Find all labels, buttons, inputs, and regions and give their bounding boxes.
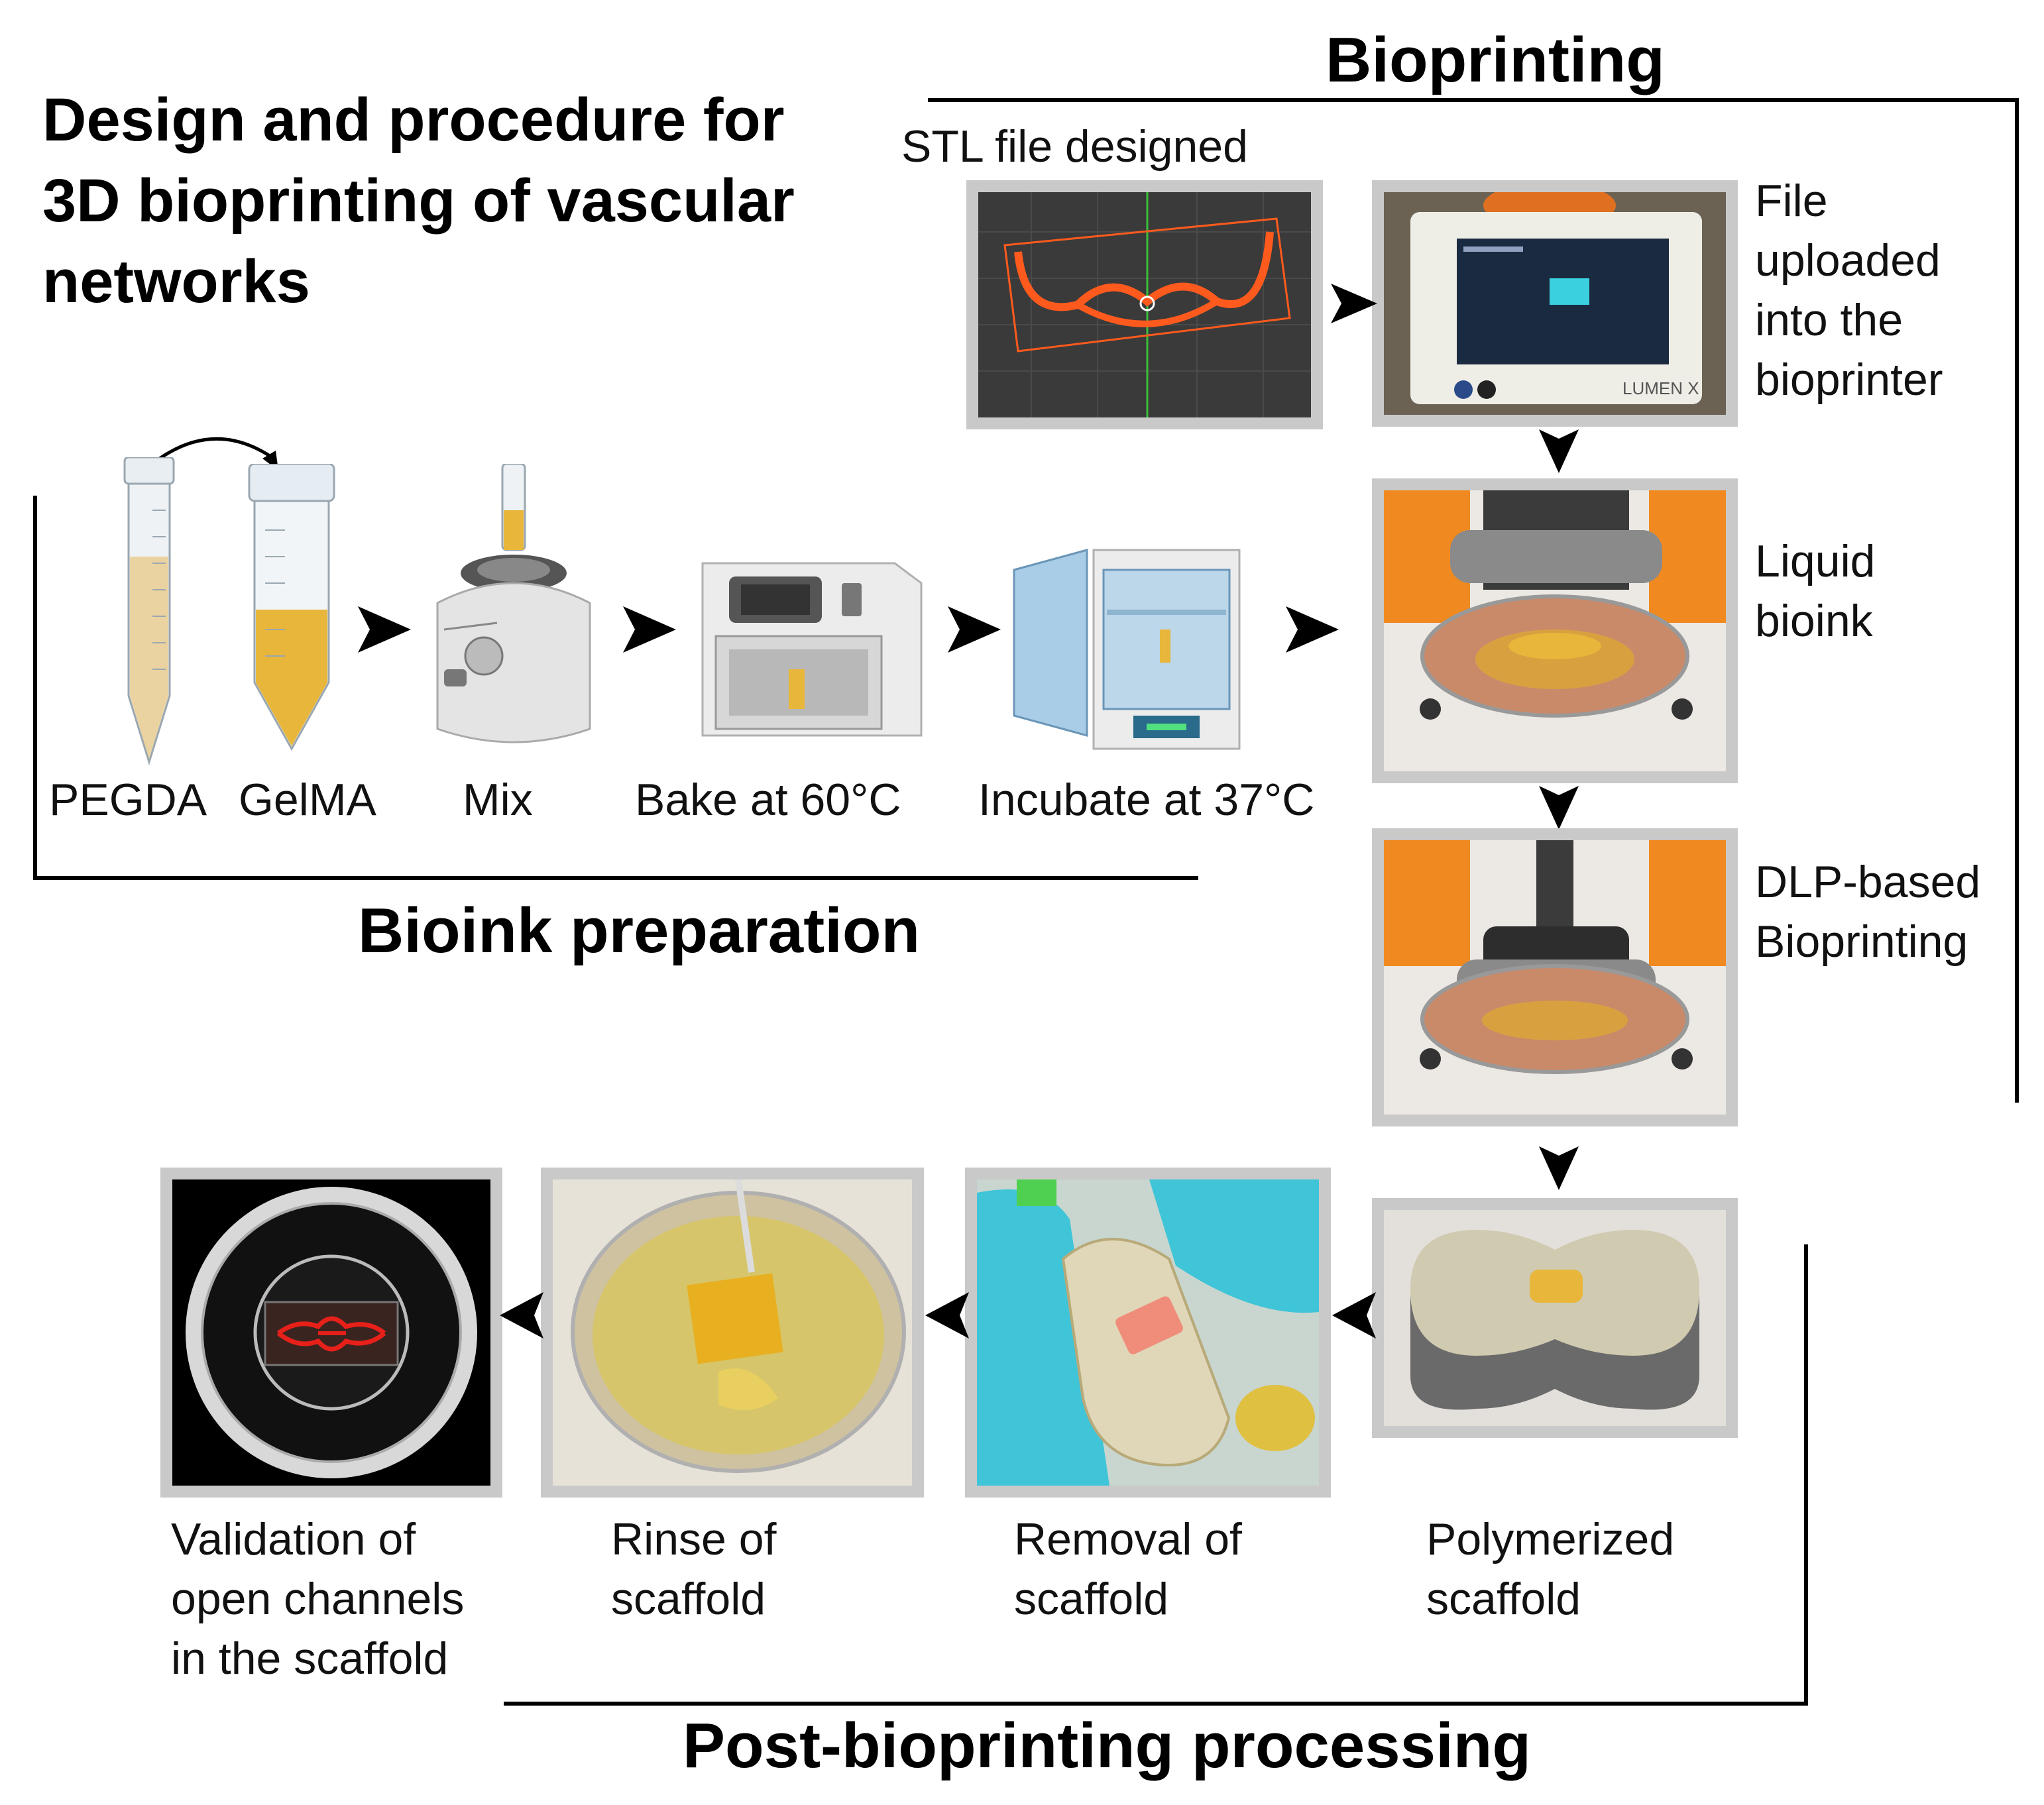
arrow-down-icon	[1539, 1146, 1579, 1190]
label-incubate: Incubate at 37°C	[978, 775, 1315, 825]
bioprinting-heading: Bioprinting	[1326, 25, 1665, 95]
incubator-icon	[1013, 549, 1241, 750]
label-polymerized-2: scaffold	[1426, 1574, 1581, 1624]
figure-title: Design and procedure for 3D bioprinting …	[42, 86, 795, 315]
label-validation-3: in the scaffold	[171, 1633, 449, 1684]
validation-channels-image	[160, 1168, 502, 1498]
bioink-bracket	[33, 496, 1198, 880]
vortex-mixer-icon	[436, 464, 591, 743]
label-liquid-1: Liquid	[1755, 536, 1876, 586]
label-upload-4: bioprinter	[1755, 355, 1943, 405]
printer-brand-text: LUMEN X	[1622, 378, 1699, 398]
label-rinse-2: scaffold	[611, 1574, 766, 1624]
arrow-down-icon	[1539, 786, 1579, 830]
label-dlp-2: Bioprinting	[1755, 916, 1968, 967]
label-stl-file: STL file designed	[901, 121, 1248, 172]
post-processing-bracket	[504, 1244, 1808, 1706]
stl-design-image	[966, 180, 1323, 429]
dlp-bioprinting-image	[1372, 828, 1738, 1126]
label-validation-1: Validation of	[171, 1514, 416, 1564]
label-rinse-1: Rinse of	[611, 1514, 777, 1564]
removal-scaffold-image	[965, 1168, 1331, 1498]
arrow-right-icon	[358, 606, 411, 653]
arrow-right-icon	[623, 606, 676, 653]
label-mix: Mix	[463, 775, 533, 825]
label-upload-1: File	[1755, 176, 1828, 226]
label-validation-2: open channels	[171, 1574, 465, 1624]
label-polymerized-1: Polymerized	[1426, 1514, 1675, 1564]
arrow-down-icon	[1539, 429, 1579, 473]
label-gelma: GelMA	[239, 775, 376, 825]
label-upload-2: uploaded	[1755, 235, 1941, 286]
label-liquid-2: bioink	[1755, 596, 1873, 646]
arrow-left-icon	[925, 1292, 969, 1339]
arrow-right-icon	[1286, 606, 1339, 653]
arrow-right-icon	[948, 606, 1001, 653]
polymerized-scaffold-image	[1372, 1198, 1738, 1438]
bioink-preparation-heading: Bioink preparation	[358, 895, 921, 966]
bioprinting-bracket	[928, 98, 2019, 1103]
label-pegda: PEGDA	[49, 775, 207, 825]
rinse-scaffold-image	[541, 1168, 924, 1498]
label-removal-1: Removal of	[1014, 1514, 1242, 1564]
liquid-bioink-image	[1372, 478, 1738, 783]
bioprinter-image: LUMEN X	[1372, 180, 1738, 427]
arrow-left-icon	[500, 1292, 543, 1339]
label-upload-3: into the	[1755, 295, 1903, 345]
oven-icon	[701, 562, 923, 737]
arrow-left-icon	[1332, 1292, 1376, 1339]
post-processing-heading: Post-bioprinting processing	[683, 1710, 1532, 1781]
label-removal-2: scaffold	[1014, 1574, 1169, 1624]
label-bake: Bake at 60°C	[635, 775, 901, 825]
gelma-tube-icon	[248, 464, 335, 751]
pegda-tube-icon	[123, 457, 175, 766]
arrow-right-icon	[1331, 284, 1377, 323]
label-dlp-1: DLP-based	[1755, 857, 1981, 907]
